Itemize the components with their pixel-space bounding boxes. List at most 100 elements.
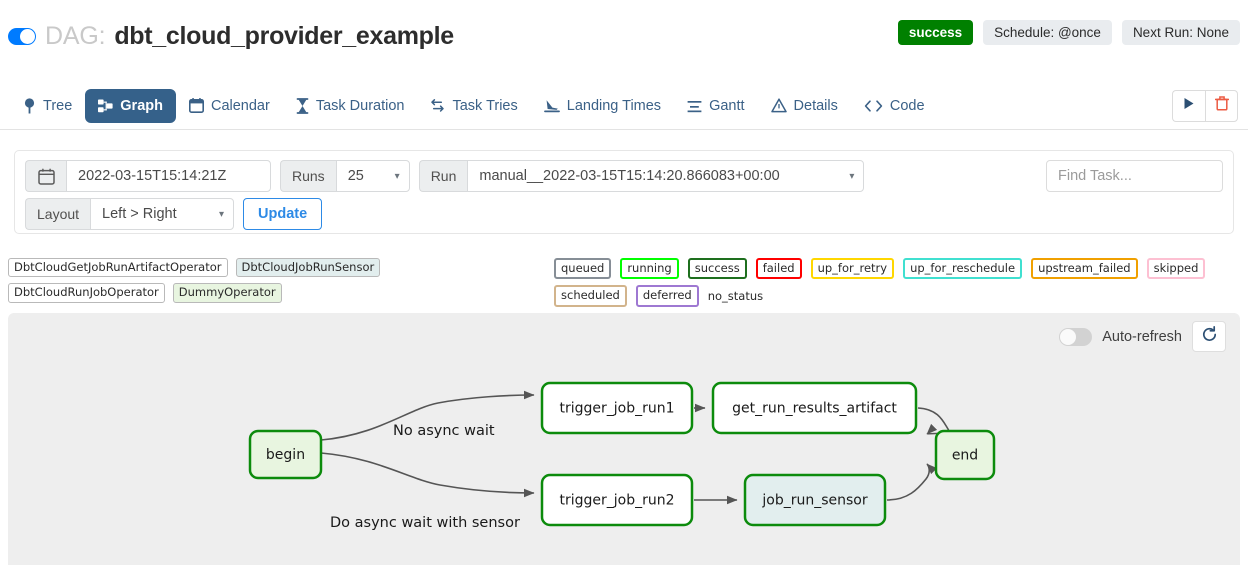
auto-refresh-toggle[interactable] <box>1059 327 1093 346</box>
edge-label-no-async-wait: No async wait <box>393 423 495 439</box>
find-task-input[interactable]: Find Task... <box>1046 160 1223 192</box>
edge-job-run-sensor-to-end <box>886 463 938 501</box>
tab-graph[interactable]: Graph <box>85 88 176 123</box>
chevron-down-icon: ▾ <box>849 170 855 182</box>
legend-operator-item[interactable]: DbtCloudGetJobRunArtifactOperator <box>8 258 228 278</box>
trigger-dag-button[interactable] <box>1172 90 1205 122</box>
base-date-group: 2022-03-15T15:14:21Z <box>25 160 271 192</box>
state-legend: queued running success failed up_for_ret… <box>554 258 1244 307</box>
tab-tree[interactable]: Tree <box>10 89 85 123</box>
graph-svg: No async wait Do async wait with sensor … <box>248 381 996 531</box>
graph-node-job-run-sensor[interactable]: job_run_sensor <box>743 473 887 527</box>
toolbar-row-primary: 2022-03-15T15:14:21Z Runs 25 ▾ Run manua… <box>25 160 1223 192</box>
update-button[interactable]: Update <box>243 198 323 230</box>
layout-value: Left > Right <box>102 206 177 222</box>
graph-edge-labels: No async wait Do async wait with sensor <box>330 423 520 531</box>
graph-node-label: job_run_sensor <box>761 493 867 509</box>
next-run-badge: Next Run: None <box>1121 20 1240 45</box>
num-runs-select[interactable]: 25 ▾ <box>335 160 410 192</box>
warning-triangle-icon <box>770 98 787 113</box>
graph-refresh-controls: Auto-refresh <box>1059 321 1226 352</box>
operator-legend: DbtCloudGetJobRunArtifactOperator DbtClo… <box>8 258 538 303</box>
gantt-icon <box>687 99 702 113</box>
legend-state-up-for-reschedule[interactable]: up_for_reschedule <box>903 258 1023 280</box>
legend-state-failed[interactable]: failed <box>755 258 802 280</box>
graph-node-trigger-job-run2[interactable]: trigger_job_run2 <box>540 473 694 527</box>
tab-calendar-label: Calendar <box>210 97 270 114</box>
tab-tree-label: Tree <box>43 97 73 114</box>
refresh-button[interactable] <box>1192 321 1226 352</box>
toolbar-row-secondary: Layout Left > Right ▾ Update <box>25 198 1223 230</box>
graph-node-trigger-job-run1[interactable]: trigger_job_run1 <box>540 381 694 435</box>
header-badges: success Schedule: @once Next Run: None <box>897 20 1240 45</box>
dag-header: DAG: dbt_cloud_provider_example <box>0 14 1248 58</box>
runs-group: Runs 25 ▾ <box>280 160 410 192</box>
legend-state-skipped[interactable]: skipped <box>1146 258 1206 280</box>
tab-task-duration-label: Task Duration <box>315 97 405 114</box>
graph-node-label: trigger_job_run1 <box>559 401 674 417</box>
dag-nav-tabs: Tree Graph Calendar <box>0 82 1248 130</box>
legend-state-deferred[interactable]: deferred <box>635 285 699 307</box>
legend-state-queued[interactable]: queued <box>554 258 612 280</box>
legend-operator-item[interactable]: DbtCloudRunJobOperator <box>8 283 165 303</box>
code-icon <box>864 99 883 113</box>
status-badge: success <box>897 20 974 45</box>
tab-gantt[interactable]: Gantt <box>674 89 757 123</box>
graph-edges <box>320 390 950 505</box>
play-icon <box>1183 97 1195 115</box>
graph-icon <box>98 99 113 113</box>
base-date-input[interactable]: 2022-03-15T15:14:21Z <box>66 160 271 192</box>
trash-icon <box>1214 96 1229 116</box>
edge-get-run-results-artifact-to-end <box>917 407 950 435</box>
layout-select[interactable]: Left > Right ▾ <box>90 198 235 230</box>
run-label: Run <box>418 160 468 192</box>
legend-operator-item[interactable]: DbtCloudJobRunSensor <box>235 258 381 278</box>
chevron-down-icon: ▾ <box>394 170 400 182</box>
graph-node-get-run-results-artifact[interactable]: get_run_results_artifact <box>711 381 918 435</box>
legend-state-running[interactable]: running <box>620 258 679 280</box>
tab-details[interactable]: Details <box>758 89 851 123</box>
num-runs-value: 25 <box>347 168 364 184</box>
tab-task-tries[interactable]: Task Tries <box>417 89 530 123</box>
graph-node-label: trigger_job_run2 <box>559 493 674 509</box>
legend-state-no-status: no_status <box>707 289 764 304</box>
graph-node-label: get_run_results_artifact <box>732 401 897 417</box>
tab-task-duration[interactable]: Task Duration <box>283 89 418 123</box>
legend-state-upstream-failed[interactable]: upstream_failed <box>1031 258 1138 280</box>
tab-graph-label: Graph <box>120 97 163 114</box>
dag-run-value: manual__2022-03-15T15:14:20.866083+00:00 <box>479 168 780 184</box>
legend-state-scheduled[interactable]: scheduled <box>554 285 627 307</box>
dag-graph-canvas[interactable]: Auto-refresh <box>8 313 1240 565</box>
legend-state-success[interactable]: success <box>687 258 747 280</box>
tab-code-label: Code <box>889 97 925 114</box>
tab-calendar[interactable]: Calendar <box>176 89 283 123</box>
tab-gantt-label: Gantt <box>709 97 745 114</box>
graph-node-end[interactable]: end <box>934 429 996 481</box>
dag-toolbar: 2022-03-15T15:14:21Z Runs 25 ▾ Run manua… <box>14 150 1234 234</box>
dag-pause-toggle[interactable] <box>8 27 36 45</box>
edge-label-do-async-wait: Do async wait with sensor <box>330 515 520 531</box>
legend-operator-item[interactable]: DummyOperator <box>172 283 282 303</box>
schedule-badge: Schedule: @once <box>983 20 1112 45</box>
tab-landing-times[interactable]: Landing Times <box>531 89 674 123</box>
graph-node-label: begin <box>266 447 305 463</box>
run-group: Run manual__2022-03-15T15:14:20.866083+0… <box>418 160 865 192</box>
dag-run-select[interactable]: manual__2022-03-15T15:14:20.866083+00:00… <box>467 160 865 192</box>
calendar-icon[interactable] <box>25 160 66 192</box>
refresh-icon <box>1201 325 1218 348</box>
chevron-down-icon: ▾ <box>219 208 225 220</box>
legend-state-up-for-retry[interactable]: up_for_retry <box>810 258 895 280</box>
page-title: dbt_cloud_provider_example <box>114 21 454 50</box>
delete-dag-button[interactable] <box>1205 90 1238 122</box>
tab-task-tries-label: Task Tries <box>452 97 518 114</box>
auto-refresh-label: Auto-refresh <box>1102 328 1182 345</box>
dag-prefix-label: DAG: <box>45 21 106 50</box>
retry-icon <box>430 98 445 113</box>
edge-begin-to-trigger-job-run2 <box>320 452 535 498</box>
tab-code[interactable]: Code <box>851 89 938 123</box>
layout-label: Layout <box>25 198 91 230</box>
dag-action-buttons <box>1172 90 1238 122</box>
graph-node-begin[interactable]: begin <box>248 429 323 480</box>
tab-landing-times-label: Landing Times <box>566 97 662 114</box>
